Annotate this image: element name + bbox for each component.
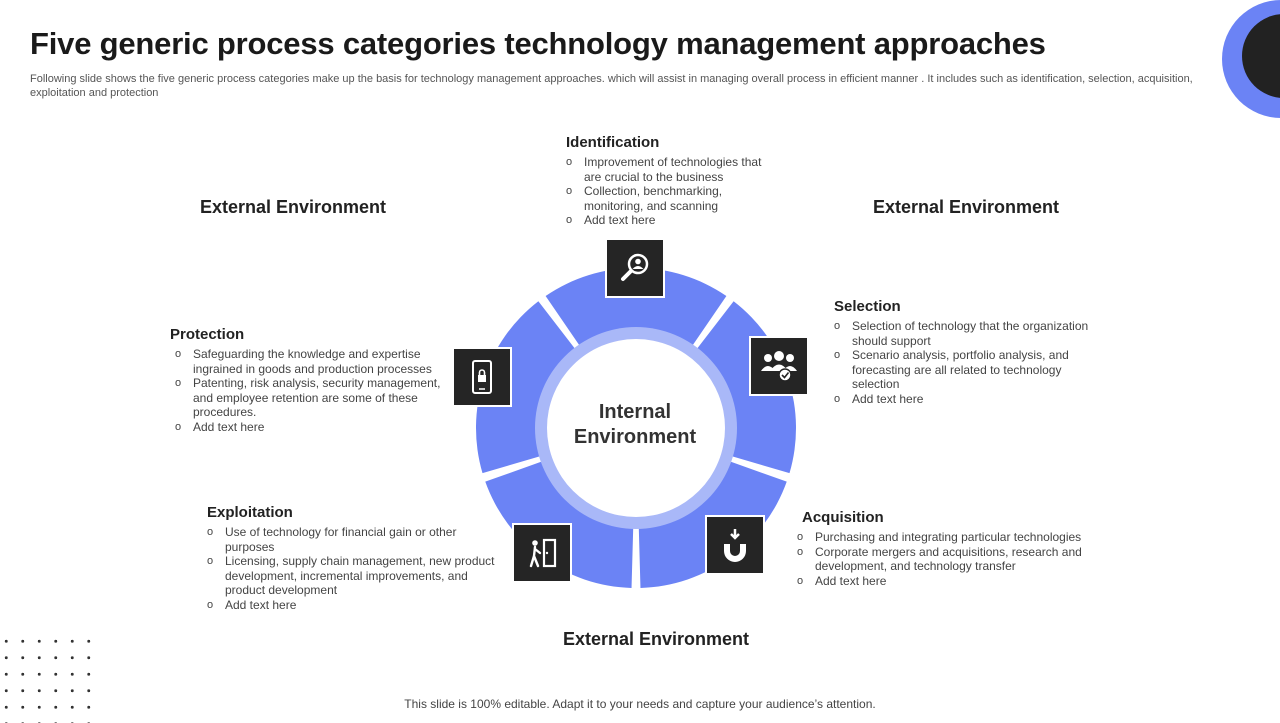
external-environment-label-top-right: External Environment	[873, 197, 1060, 217]
page-subtitle: Following slide shows the five generic p…	[30, 73, 1193, 99]
footer-note: This slide is 100% editable. Adapt it to…	[404, 697, 876, 711]
magnet-icon	[705, 515, 765, 575]
category-title: Acquisition	[802, 509, 884, 526]
category-title: Exploitation	[207, 504, 293, 521]
search-person-icon	[605, 238, 665, 298]
center-circle	[547, 339, 725, 517]
team-check-icon	[749, 336, 809, 396]
center-label-line2: Environment	[573, 426, 697, 448]
page-title: Five generic process categories technolo…	[30, 26, 1046, 61]
center-label-line1: Internal	[598, 401, 672, 423]
decorative-dot-grid	[0, 633, 100, 723]
internal-environment-label: Internal Environment	[555, 400, 715, 450]
mobile-lock-icon	[452, 347, 512, 407]
external-environment-label-top-left: External Environment	[200, 197, 387, 217]
wheel-segment-protection	[475, 301, 575, 474]
category-title: Selection	[834, 298, 901, 315]
category-title: Protection	[170, 326, 245, 343]
person-door-icon	[512, 523, 572, 583]
category-title: Identification	[566, 134, 660, 151]
wheel-segment-identification	[545, 268, 727, 346]
external-environment-label-bottom: External Environment	[563, 629, 750, 649]
